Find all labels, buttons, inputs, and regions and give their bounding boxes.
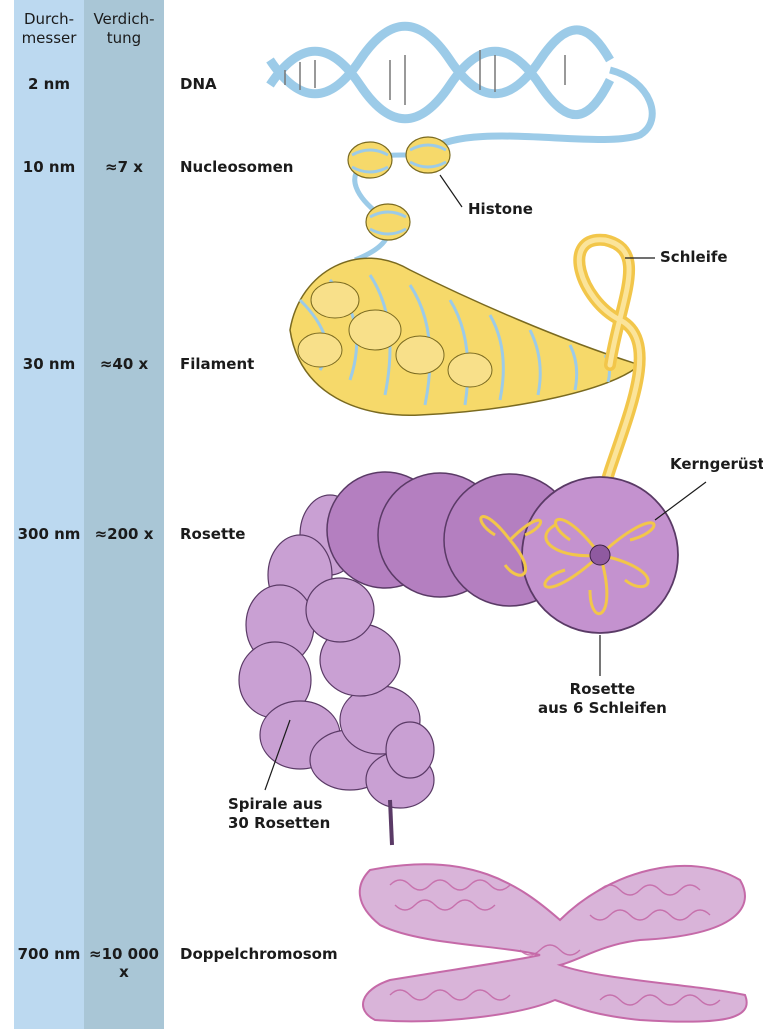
rosette-spiral xyxy=(239,472,706,845)
nucleosome-chain xyxy=(348,137,462,260)
double-chromosome xyxy=(360,864,747,1022)
label-rosette-loops: Rosette aus 6 Schleifen xyxy=(538,680,667,718)
label-loop: Schleife xyxy=(660,248,728,267)
dna-helix xyxy=(270,26,652,150)
label-spiral: Spirale aus 30 Rosetten xyxy=(228,795,330,833)
label-histone: Histone xyxy=(468,200,533,219)
label-scaffold: Kerngerüst xyxy=(670,455,763,474)
